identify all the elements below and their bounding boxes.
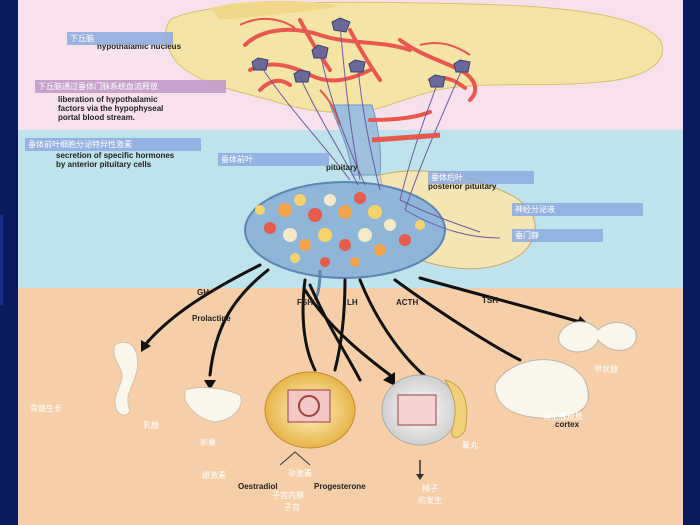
- hypothalamus-label: 下丘脑: [67, 32, 173, 45]
- release-label: 下丘脑通过垂体门脉系统血流释放: [35, 80, 226, 93]
- nerve-fibers: [259, 24, 501, 239]
- hormone-fsh: FSH: [297, 298, 313, 307]
- bone: [113, 341, 139, 416]
- anterior-cells-text-2: by anterior pituitary cells: [56, 160, 152, 169]
- hormone-oestradiol: Oestradiol: [238, 482, 278, 491]
- hormone-lh: LH: [347, 298, 358, 307]
- epididymis: [443, 379, 468, 438]
- thyroid-label: 甲状腺: [594, 365, 618, 374]
- estrogen-label: 雌激素: [202, 471, 226, 480]
- posterior-pituitary-en-label: posterior pituitary: [428, 182, 497, 191]
- hormone-prolactin: Prolactine: [192, 314, 231, 323]
- hormone-tsh: TSH: [482, 296, 498, 305]
- release-text-2: factors via the hypophyseal: [58, 104, 164, 113]
- portal-vessels-thin: [239, 17, 471, 126]
- adrenal-gland: [494, 359, 589, 419]
- hypothalamic-neurons: [251, 17, 471, 88]
- pituitary-cells: [255, 192, 425, 267]
- anterior-pituitary-label: 垂体前叶: [218, 153, 329, 166]
- pituitary-en-label: pituitary: [326, 163, 358, 172]
- uterus-label-2: 子宫: [284, 503, 300, 512]
- sperm-label-1: 精子: [422, 484, 438, 493]
- bone-growth-label: 骨骼生长: [30, 404, 62, 413]
- hypothalamus-tissue: [164, 1, 663, 113]
- hormone-acth: ACTH: [396, 298, 419, 307]
- ovary-histology: [287, 389, 331, 423]
- testis-label: 睾丸: [462, 441, 478, 450]
- hypophyseal-label: 垂门静: [512, 229, 603, 242]
- left-edge-bar: [0, 215, 3, 305]
- hormone-arrows: [143, 263, 582, 382]
- posterior-pituitary-label: 垂体后叶: [428, 171, 534, 184]
- hormone-gh: GH: [197, 288, 209, 297]
- hypothalamic-nucleus-label: hypothalamic nucleus: [97, 42, 182, 51]
- breast: [184, 387, 242, 423]
- cortex-en-label: cortex: [555, 420, 580, 429]
- breast-label: 乳腺: [143, 421, 159, 430]
- artery-right: [371, 132, 441, 143]
- progesterone-label: 孕激素: [288, 469, 312, 478]
- testis-histology: [397, 394, 437, 426]
- adrenal-label: 肾上腺皮质: [543, 412, 583, 421]
- anterior-cells-label: 垂体前叶细胞分泌特异性激素: [25, 138, 201, 151]
- hormone-progesterone: Progesterone: [314, 482, 366, 491]
- ovary-branch: [279, 451, 311, 466]
- anterior-cells-text-1: secretion of specific hormones: [56, 151, 175, 160]
- thyroid: [558, 321, 637, 353]
- release-text-3: portal blood stream.: [58, 113, 135, 122]
- sperm-label-2: 的发生: [418, 496, 442, 505]
- neurosecretory-label: 神经分泌液: [512, 203, 643, 216]
- hypothalamus-fold: [210, 0, 340, 21]
- ovary-label: 卵巢: [200, 438, 216, 447]
- uterus-label-1: 子宫内膜: [272, 491, 304, 500]
- release-text-1: liberation of hypothalamic: [58, 95, 158, 104]
